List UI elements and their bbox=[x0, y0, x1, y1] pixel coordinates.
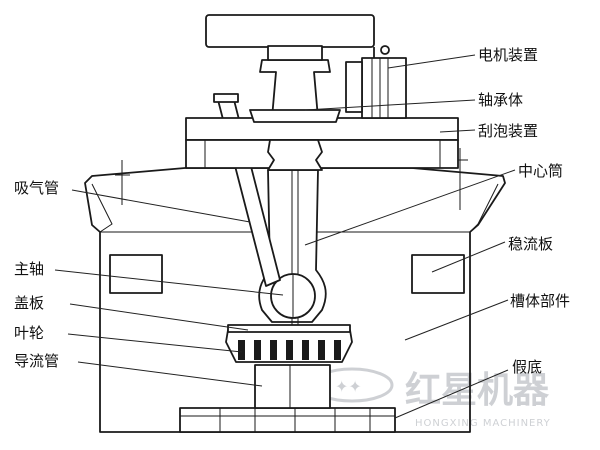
label-center-tube: 中心筒 bbox=[518, 162, 563, 180]
label-stabilizer: 稳流板 bbox=[508, 235, 553, 253]
label-tank-body: 槽体部件 bbox=[510, 292, 570, 310]
watermark-logo-stars: ✦✦ bbox=[335, 377, 362, 396]
watermark: ✦✦ 红星机器 HONGXING MACHINERY 红 星 bbox=[310, 367, 551, 429]
label-impeller: 叶轮 bbox=[14, 324, 44, 342]
label-motor-device: 电机装置 bbox=[478, 46, 538, 64]
motor-device bbox=[205, 14, 407, 119]
watermark-brand: 红星机器 bbox=[405, 370, 550, 411]
stabilizer-plate-left bbox=[109, 254, 163, 294]
pulley bbox=[205, 14, 375, 48]
bearing-body bbox=[249, 59, 341, 171]
guide-pipe bbox=[254, 364, 331, 409]
label-air-pipe: 吸气管 bbox=[14, 179, 59, 197]
label-false-bottom: 假底 bbox=[512, 358, 542, 376]
label-main-shaft: 主轴 bbox=[14, 260, 44, 278]
tank-body bbox=[84, 167, 506, 433]
watermark-latin: HONGXING MACHINERY bbox=[415, 418, 551, 429]
label-cover-plate: 盖板 bbox=[14, 294, 44, 312]
label-guide-pipe: 导流管 bbox=[14, 352, 59, 370]
side-markers bbox=[115, 148, 468, 210]
impeller bbox=[225, 324, 353, 363]
stabilizer-plate-right bbox=[411, 254, 465, 294]
leader-lines bbox=[54, 54, 516, 419]
scraper-device bbox=[185, 117, 459, 169]
label-bearing-body: 轴承体 bbox=[478, 91, 523, 109]
false-bottom bbox=[179, 407, 396, 433]
labels: 电机装置 轴承体 刮泡装置 中心筒 吸气管 稳流板 主轴 盖板 槽体部件 叶轮 … bbox=[14, 46, 570, 376]
label-scraper-device: 刮泡装置 bbox=[478, 122, 538, 140]
center-tube bbox=[258, 60, 327, 325]
